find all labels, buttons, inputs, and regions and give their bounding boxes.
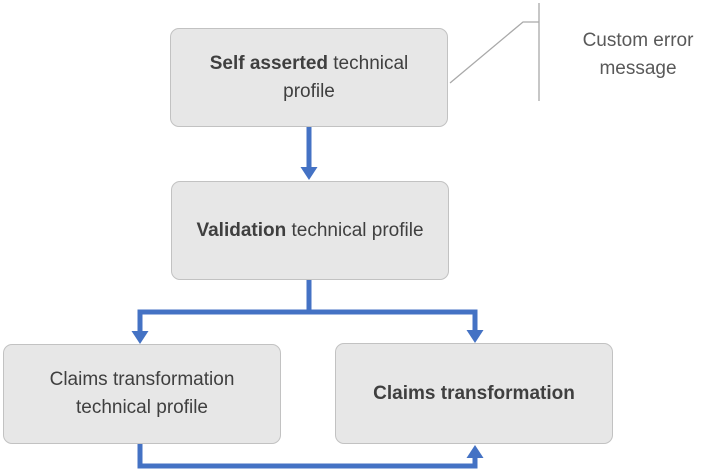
node-label-rest: technical profile	[286, 219, 424, 241]
arrow-claims-tp-to-claims-transformation	[137, 444, 484, 469]
node-label: Self asserted technical profile	[185, 50, 433, 106]
callout-leader-line	[449, 3, 540, 101]
node-self-asserted-technical-profile: Self asserted technical profile	[170, 28, 448, 127]
node-label-bold: Validation	[196, 219, 287, 241]
arrow-self-asserted-to-validation	[300, 127, 318, 180]
callout-custom-error-message: Custom error message	[582, 30, 694, 79]
node-label: Claims transformation	[373, 380, 575, 408]
node-label-bold: Claims transformation	[373, 382, 575, 404]
node-label: Validation technical profile	[196, 217, 423, 245]
node-claims-transformation: Claims transformation	[335, 343, 613, 444]
node-claims-transformation-technical-profile: Claims transformation technical profile	[3, 344, 281, 444]
node-label: Claims transformation technical profile	[18, 366, 266, 422]
node-label-rest: technical profile	[283, 52, 409, 102]
arrow-validation-branch	[131, 278, 484, 344]
node-label-rest: Claims transformation technical profile	[49, 369, 235, 418]
node-label-bold: Self asserted	[209, 52, 328, 74]
node-validation-technical-profile: Validation technical profile	[171, 181, 449, 280]
